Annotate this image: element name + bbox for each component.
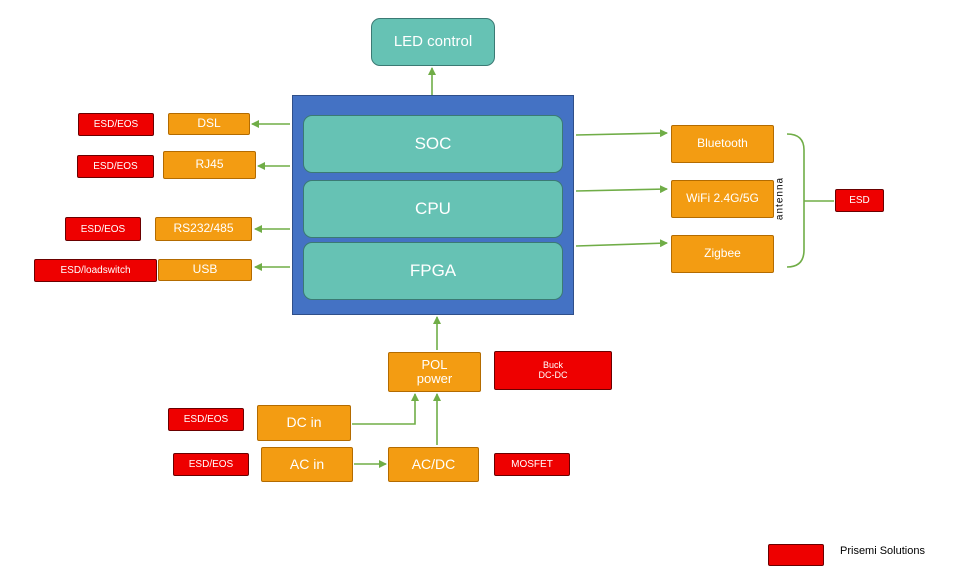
arrow-to-wifi <box>575 185 668 194</box>
wifi-label: WiFi 2.4G/5G <box>686 191 759 206</box>
antenna-bracket <box>786 133 805 268</box>
rs232-label: RS232/485 <box>173 221 234 236</box>
antenna-esd-block: ESD <box>835 189 884 212</box>
soc-label: SOC <box>414 133 452 153</box>
zigbee-label: Zigbee <box>704 246 741 261</box>
ac-in-protection-label: ESD/EOS <box>188 459 234 470</box>
buck-dcdc-block: Buck DC-DC <box>494 351 612 390</box>
legend-swatch <box>768 544 824 566</box>
rj45-protection-label: ESD/EOS <box>93 161 138 172</box>
cpu-label: CPU <box>415 198 451 218</box>
pol-label-line1: POL <box>421 356 448 372</box>
usb-label: USB <box>192 262 218 277</box>
pol-label-line2: power <box>416 371 453 386</box>
dsl-protection-block: ESD/EOS <box>78 113 154 136</box>
acdc-block: AC/DC <box>388 447 479 482</box>
fpga-label: FPGA <box>409 260 457 280</box>
ac-in-protection-block: ESD/EOS <box>173 453 249 476</box>
led-control-block: LED control <box>371 18 495 66</box>
dc-in-block: DC in <box>257 405 351 441</box>
usb-protection-label: ESD/loadswitch <box>60 265 131 276</box>
usb-block: USB <box>158 259 252 281</box>
acdc-label: AC/DC <box>411 455 456 472</box>
zigbee-block: Zigbee <box>671 235 774 273</box>
dc-in-protection-block: ESD/EOS <box>168 408 244 431</box>
rs232-block: RS232/485 <box>155 217 252 241</box>
dc-in-label: DC in <box>286 414 322 431</box>
bluetooth-label: Bluetooth <box>697 136 748 151</box>
arrow-to-bluetooth <box>575 129 668 138</box>
wifi-block: WiFi 2.4G/5G <box>671 180 774 218</box>
antenna-label: antenna <box>774 176 786 221</box>
rj45-protection-block: ESD/EOS <box>77 155 154 178</box>
ac-in-label: AC in <box>289 455 325 472</box>
dsl-protection-label: ESD/EOS <box>93 119 139 130</box>
pol-power-block: POL power <box>388 352 481 392</box>
rj45-label: RJ45 <box>195 157 224 172</box>
rj45-block: RJ45 <box>163 151 256 179</box>
fpga-block: FPGA <box>303 242 563 300</box>
antenna-esd-label: ESD <box>849 195 870 206</box>
buck-label-line2: DC-DC <box>538 369 568 380</box>
led-control-label: LED control <box>393 32 473 50</box>
mosfet-label: MOSFET <box>511 459 553 470</box>
usb-protection-block: ESD/loadswitch <box>34 259 157 282</box>
dc-in-protection-label: ESD/EOS <box>183 414 229 425</box>
arrow-to-zigbee <box>575 239 668 248</box>
soc-block: SOC <box>303 115 563 173</box>
arrow-dc-to-pol <box>352 393 419 425</box>
rs232-protection-block: ESD/EOS <box>65 217 141 241</box>
cpu-block: CPU <box>303 180 563 238</box>
ac-in-block: AC in <box>261 447 353 482</box>
legend-label: Prisemi Solutions <box>840 545 925 557</box>
dsl-label: DSL <box>197 116 221 131</box>
rs232-protection-label: ESD/EOS <box>80 223 126 235</box>
mosfet-block: MOSFET <box>494 453 570 476</box>
dsl-block: DSL <box>168 113 250 135</box>
buck-label-line1: Buck <box>542 359 563 370</box>
bluetooth-block: Bluetooth <box>671 125 774 163</box>
